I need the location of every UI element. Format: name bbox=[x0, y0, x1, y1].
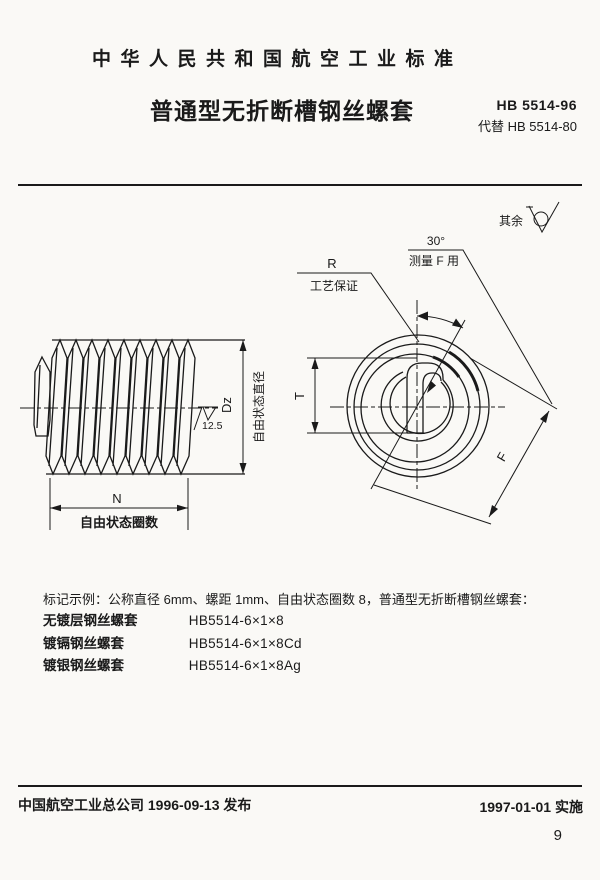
header-rule bbox=[18, 184, 582, 186]
designation-label: 无镀层钢丝螺套 bbox=[43, 613, 138, 628]
measuring-axis-30deg bbox=[370, 319, 466, 490]
angle-leader bbox=[408, 249, 553, 405]
designation-label: 镀银钢丝螺套 bbox=[43, 658, 124, 673]
superseded-code: 代替 HB 5514-80 bbox=[478, 119, 577, 134]
designation-code: HB5514-6×1×8Cd bbox=[188, 635, 302, 651]
angle-note: 测量 F 用 bbox=[409, 254, 459, 268]
tang-height-dimension bbox=[307, 357, 426, 434]
page-number: 9 bbox=[553, 827, 562, 844]
coil-count-symbol: N bbox=[112, 491, 121, 506]
designation-row: 镀镉钢丝螺套 HB5514-6×1×8Cd bbox=[43, 633, 302, 656]
thread-side-view: 12.5 Dz 自由状态直径 N 自由状态圈数 bbox=[20, 339, 266, 530]
tang-length-dimension bbox=[373, 357, 558, 525]
tang-length-symbol: F bbox=[494, 450, 511, 464]
tang-height-symbol: T bbox=[292, 392, 307, 400]
surface-finish-icon bbox=[526, 201, 560, 234]
coil-end-view: 30° 测量 F 用 R 工艺保证 T F bbox=[292, 234, 558, 525]
designation-row: 无镀层钢丝螺套 HB5514-6×1×8 bbox=[43, 610, 302, 633]
roughness-icon bbox=[193, 406, 218, 431]
coil-count-dimension bbox=[49, 478, 189, 530]
technical-drawing: 12.5 Dz 自由状态直径 N 自由状态圈数 bbox=[20, 201, 560, 530]
rest-surfaces-mark: 其余 bbox=[499, 201, 560, 234]
free-diameter-symbol: Dz bbox=[219, 397, 234, 413]
designation-code: HB5514-6×1×8Ag bbox=[188, 658, 302, 673]
roughness-value: 12.5 bbox=[202, 420, 223, 432]
standard-title: 中华人民共和国航空工业标准 bbox=[92, 49, 463, 70]
document-subject: 普通型无折断槽钢丝螺套 bbox=[150, 98, 414, 124]
footer-rule bbox=[18, 785, 582, 787]
designation-code: HB5514-6×1×8 bbox=[188, 613, 284, 628]
designation-label: 镀镉钢丝螺套 bbox=[43, 635, 124, 651]
designation-list: 无镀层钢丝螺套 HB5514-6×1×8 镀镉钢丝螺套 HB5514-6×1×8… bbox=[43, 610, 302, 678]
rest-surfaces-label: 其余 bbox=[499, 213, 523, 228]
effective-date-line: 1997-01-01 实施 bbox=[479, 799, 583, 815]
tang bbox=[406, 362, 444, 434]
free-diameter-label: 自由状态直径 bbox=[252, 371, 266, 443]
radius-symbol: R bbox=[327, 256, 336, 271]
publisher-line: 中国航空工业总公司 1996-09-13 发布 bbox=[18, 797, 252, 813]
designation-example-intro: 标记示例：公称直径 6mm、螺距 1mm、自由状态圈数 8，普通型无折断槽钢丝螺… bbox=[43, 592, 535, 607]
designation-row: 镀银钢丝螺套 HB5514-6×1×8Ag bbox=[43, 655, 302, 678]
standard-code: HB 5514-96 bbox=[496, 97, 577, 113]
radius-leader bbox=[297, 272, 420, 343]
coil-count-label: 自由状态圈数 bbox=[80, 515, 159, 530]
angle-value: 30° bbox=[427, 234, 445, 248]
radius-note: 工艺保证 bbox=[310, 279, 358, 293]
standard-code-block: HB 5514-96 代替 HB 5514-80 bbox=[478, 95, 577, 137]
